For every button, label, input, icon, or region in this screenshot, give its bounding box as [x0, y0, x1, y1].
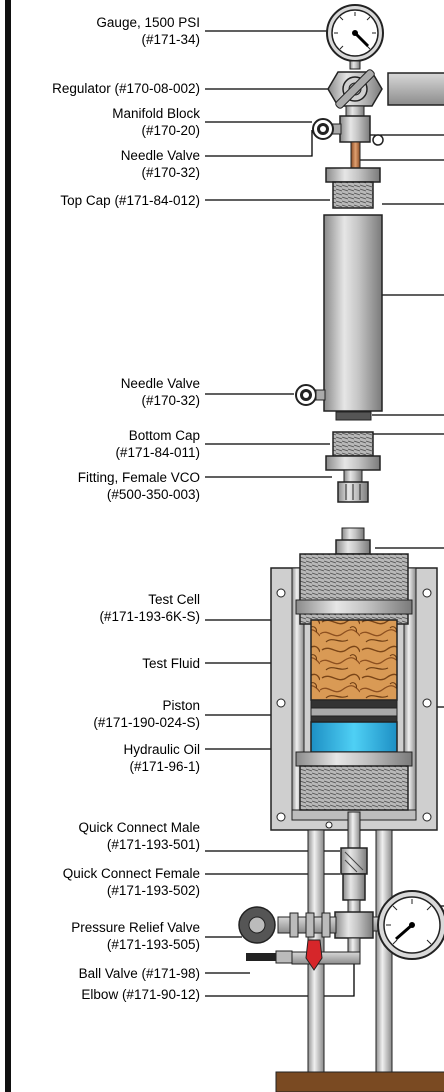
label-piston-line1: Piston: [162, 698, 200, 713]
label-elbow: Elbow (#171-90-12): [81, 986, 200, 1003]
test-fluid-chamber: [310, 619, 398, 701]
pressure-gauge-top: [326, 4, 384, 70]
needle-valve-top-icon: [312, 118, 334, 140]
label-fitting-line1: Fitting, Female VCO: [77, 470, 200, 485]
label-qc-male-line2: (#171-193-501): [106, 837, 200, 852]
label-piston-line2: (#171-190-024-S): [93, 715, 200, 730]
label-piston: Piston (#171-190-024-S): [93, 697, 200, 731]
top-cap: [325, 167, 381, 209]
label-fitting-line2: (#500-350-003): [106, 487, 200, 502]
label-needle-valve-top: Needle Valve (#170-32): [121, 147, 200, 181]
left-border-bar: [5, 0, 11, 1092]
label-hydraulic-oil: Hydraulic Oil (#171-96-1): [123, 741, 200, 775]
ball-valve-handle-icon: [305, 939, 323, 971]
label-needle-top-line1: Needle Valve: [120, 148, 200, 163]
label-top-cap: Top Cap (#171-84-012): [60, 192, 200, 209]
label-qc-male-line1: Quick Connect Male: [78, 820, 200, 835]
label-relief-valve-line1: Pressure Relief Valve: [71, 920, 200, 935]
label-manifold-line1: Manifold Block: [112, 106, 200, 121]
label-test-cell-line1: Test Cell: [148, 592, 200, 607]
label-needle-top-line2: (#170-32): [141, 165, 200, 180]
label-relief-valve: Pressure Relief Valve (#171-193-505): [71, 919, 200, 953]
label-qc-female: Quick Connect Female (#171-193-502): [63, 865, 200, 899]
cell-top-fitting: [335, 527, 371, 555]
label-regulator-line1: Regulator (#170-08-002): [52, 81, 200, 96]
label-needle-valve-bottom: Needle Valve (#170-32): [121, 375, 200, 409]
label-qc-female-line2: (#171-193-502): [106, 883, 200, 898]
label-bottom-cap-line2: (#171-84-011): [115, 445, 200, 460]
fitting-female-vco: [337, 469, 369, 503]
label-top-cap-line1: Top Cap (#171-84-012): [60, 193, 200, 208]
copper-tube: [350, 141, 361, 169]
label-qc-female-line1: Quick Connect Female: [62, 866, 200, 881]
label-needle-bottom-line1: Needle Valve: [120, 376, 200, 391]
label-ball-valve-line1: Ball Valve (#171-98): [78, 966, 200, 981]
hydraulic-oil-chamber: [310, 721, 398, 753]
regulator: [327, 69, 444, 117]
label-bottom-cap: Bottom Cap (#171-84-011): [115, 427, 200, 461]
pressure-gauge-bottom: [377, 890, 444, 960]
bottom-cap: [325, 431, 381, 471]
pressure-relief-valve-icon: [238, 906, 276, 944]
label-bottom-cap-line1: Bottom Cap: [128, 428, 200, 443]
label-test-fluid: Test Fluid: [142, 655, 200, 672]
label-elbow-line1: Elbow (#171-90-12): [81, 987, 200, 1002]
label-relief-valve-line2: (#171-193-505): [106, 937, 200, 952]
label-manifold: Manifold Block (#170-20): [112, 105, 200, 139]
label-hydraulic-oil-line2: (#171-96-1): [129, 759, 200, 774]
label-fitting: Fitting, Female VCO (#500-350-003): [78, 469, 200, 503]
test-cell: [295, 553, 413, 811]
manifold-block: [330, 115, 384, 146]
label-qc-male: Quick Connect Male (#171-193-501): [78, 819, 200, 853]
label-ball-valve: Ball Valve (#171-98): [79, 965, 200, 982]
label-gauge: Gauge, 1500 PSI (#171-34): [96, 14, 200, 48]
cylinder-body: [323, 214, 383, 412]
needle-valve-bottom-icon: [295, 384, 326, 406]
label-gauge-line1: Gauge, 1500 PSI: [96, 15, 200, 30]
label-test-cell: Test Cell (#171-193-6K-S): [99, 591, 200, 625]
label-regulator: Regulator (#170-08-002): [52, 80, 200, 97]
label-test-cell-line2: (#171-193-6K-S): [99, 609, 200, 624]
label-test-fluid-line1: Test Fluid: [142, 656, 200, 671]
label-gauge-line2: (#171-34): [141, 32, 200, 47]
label-hydraulic-oil-line1: Hydraulic Oil: [123, 742, 200, 757]
label-needle-bottom-line2: (#170-32): [141, 393, 200, 408]
label-manifold-line2: (#170-20): [141, 123, 200, 138]
o-ring: [335, 411, 372, 421]
